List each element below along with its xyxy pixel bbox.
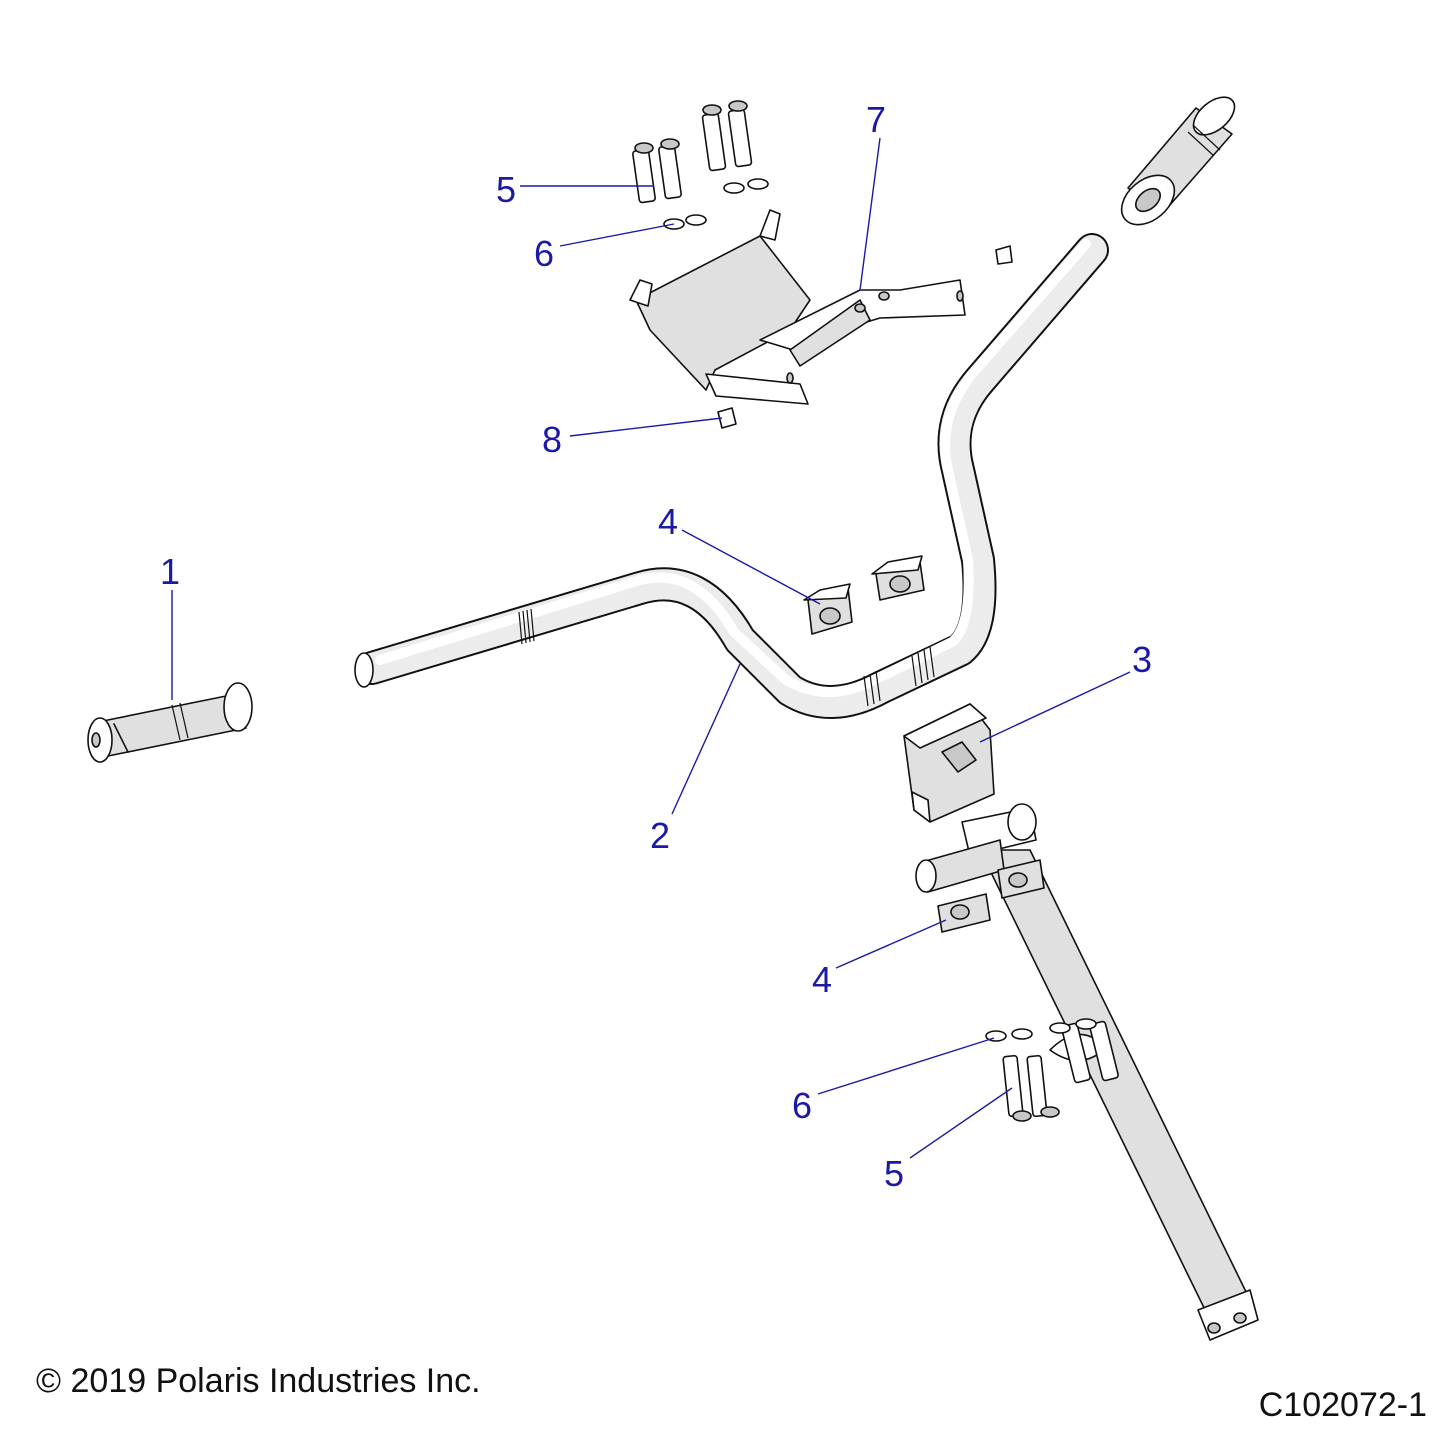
callout-1: 1 <box>160 551 180 592</box>
washer <box>747 178 769 190</box>
leader-7 <box>859 137 881 291</box>
lower-bolts <box>985 1028 1060 1122</box>
knurl-center <box>863 646 935 707</box>
leader-8 <box>569 417 723 437</box>
leader-4-lower <box>835 919 947 969</box>
upper-clamps <box>803 555 925 635</box>
knurl-left <box>518 608 535 645</box>
callout-6-upper: 6 <box>534 233 554 274</box>
leader-5-lower <box>909 1087 1013 1159</box>
callout-4-upper: 4 <box>658 501 678 542</box>
washer <box>685 214 707 226</box>
grip-right <box>1120 96 1236 226</box>
clip-nut <box>717 407 737 429</box>
callout-6-lower: 6 <box>792 1085 812 1126</box>
instrument-bracket <box>629 209 1013 405</box>
callout-5-upper: 5 <box>496 169 516 210</box>
handlebar-end-left <box>354 652 374 688</box>
leader-2 <box>671 663 741 815</box>
leader-lines <box>171 137 1131 1159</box>
callout-8: 8 <box>542 419 562 460</box>
grip-left <box>87 682 253 763</box>
callout-5-lower: 5 <box>884 1153 904 1194</box>
callout-3: 3 <box>1132 639 1152 680</box>
clip-nut-right <box>995 245 1013 265</box>
steering-post <box>915 803 1259 1341</box>
figure-code: C102072-1 <box>1258 1386 1427 1424</box>
washer <box>723 182 745 194</box>
clamp-block <box>903 703 995 823</box>
handlebar <box>354 233 1109 719</box>
callout-7: 7 <box>866 99 886 140</box>
leader-3 <box>979 671 1131 743</box>
callout-2: 2 <box>650 815 670 856</box>
copyright-notice: © 2019 Polaris Industries Inc. <box>36 1362 481 1400</box>
upper-bolts <box>632 100 769 230</box>
leader-4-upper <box>681 529 821 605</box>
washer <box>1011 1028 1033 1040</box>
leader-6-upper <box>559 223 675 247</box>
leader-6-lower <box>817 1037 995 1095</box>
callouts: 1 2 3 4 4 5 5 6 6 7 8 <box>160 99 1152 1194</box>
callout-4-lower: 4 <box>812 959 832 1000</box>
